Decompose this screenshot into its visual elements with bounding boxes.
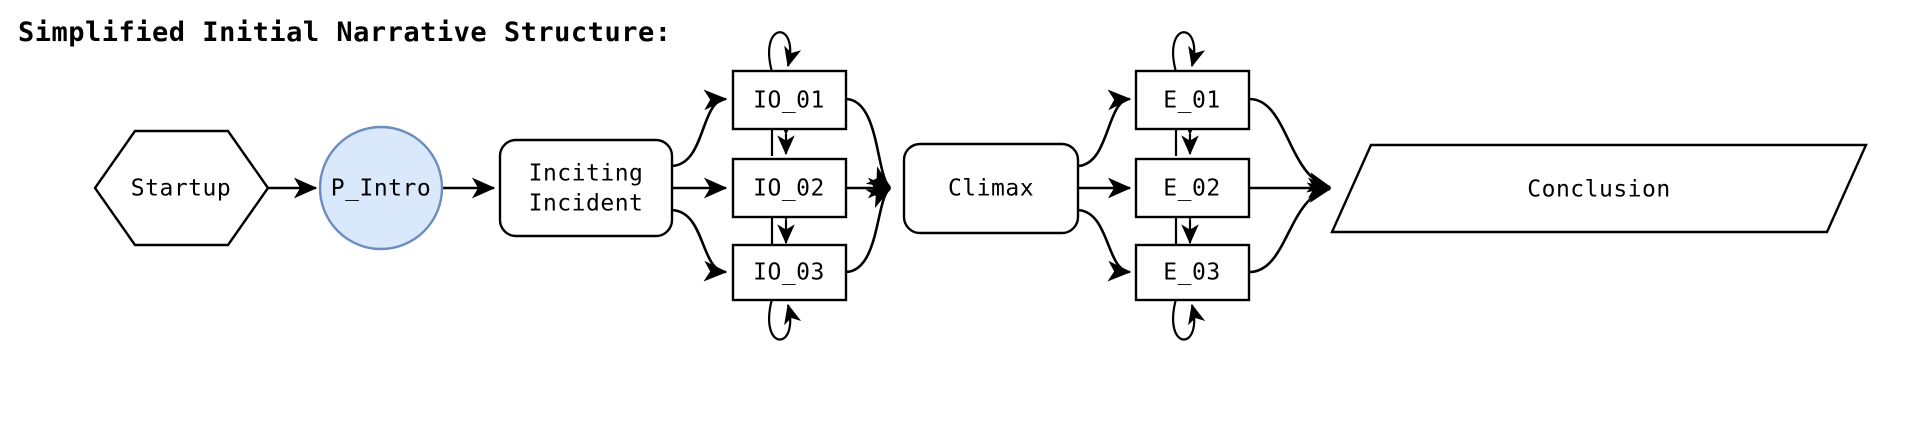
- inciting-incident-box: [498, 138, 674, 238]
- edge-e-03-self-loop: [1172, 298, 1206, 341]
- e-01-box: [1134, 69, 1251, 131]
- io-03-box: [731, 243, 848, 302]
- e-03-box: [1134, 243, 1251, 302]
- node-climax[interactable]: Climax: [902, 142, 1080, 235]
- conclusion-label: Conclusion: [1527, 177, 1670, 203]
- node-inciting-incident[interactable]: Inciting Incident: [498, 138, 674, 238]
- edge-e-03-to-conclusion: [1249, 182, 1332, 274]
- node-io-02[interactable]: IO_02: [731, 157, 848, 219]
- node-p-intro[interactable]: P_Intro: [318, 125, 444, 251]
- edge-inciting-to-io-03: [671, 208, 728, 282]
- node-e-02[interactable]: E_02: [1134, 157, 1251, 219]
- startup-label: Startup: [131, 176, 231, 202]
- edge-e-01-self-loop: [1172, 31, 1206, 73]
- node-e-01[interactable]: E_01: [1134, 69, 1251, 131]
- page-title: Simplified Initial Narrative Structure:: [18, 17, 672, 48]
- e-02-label: E_02: [1163, 176, 1220, 202]
- edge-io-03-to-climax: [845, 187, 892, 274]
- io-03-label: IO_03: [753, 260, 825, 286]
- inciting-incident-label-line2: Incident: [529, 191, 644, 217]
- node-e-03[interactable]: E_03: [1134, 243, 1251, 302]
- io-01-box: [731, 69, 848, 131]
- io-02-box: [731, 157, 848, 219]
- edge-inciting-to-io-01: [671, 89, 728, 168]
- io-02-label: IO_02: [753, 176, 825, 202]
- e-03-label: E_03: [1163, 260, 1220, 286]
- climax-box: [902, 142, 1080, 235]
- node-io-01[interactable]: IO_01: [731, 69, 848, 131]
- p-intro-circle: [318, 125, 444, 251]
- e-01-label: E_01: [1163, 88, 1220, 114]
- edge-climax-to-e-03: [1077, 208, 1132, 282]
- edge-io-03-self-loop: [768, 298, 802, 341]
- p-intro-label: P_Intro: [331, 176, 431, 202]
- node-startup[interactable]: Startup: [93, 129, 270, 247]
- e-02-box: [1134, 157, 1251, 219]
- edge-io-01-self-loop: [768, 31, 802, 73]
- inciting-incident-label-line1: Inciting: [529, 161, 644, 187]
- climax-label: Climax: [948, 176, 1034, 202]
- edge-climax-to-e-01: [1077, 89, 1132, 168]
- startup-hexagon: [93, 129, 270, 247]
- io-01-label: IO_01: [753, 88, 825, 114]
- conclusion-parallelogram: [1330, 143, 1868, 234]
- node-io-03[interactable]: IO_03: [731, 243, 848, 302]
- edge-io-01-to-climax: [845, 97, 892, 189]
- node-conclusion[interactable]: Conclusion: [1330, 143, 1868, 234]
- edge-e-01-to-conclusion: [1249, 97, 1332, 193]
